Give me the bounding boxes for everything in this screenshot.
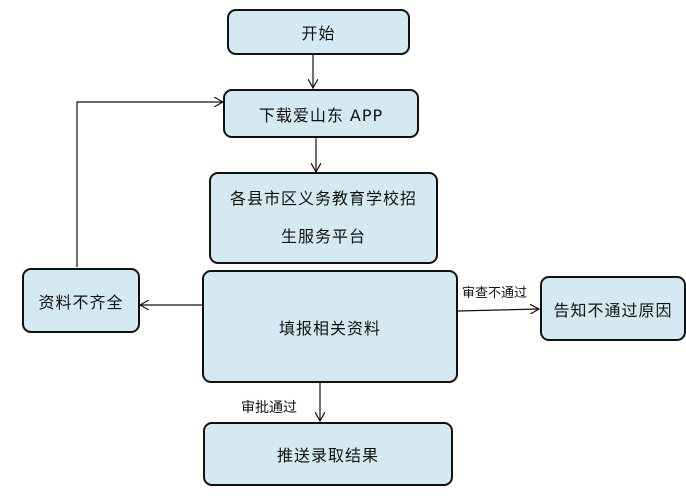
- push-result-node: 推送录取结果: [203, 422, 453, 486]
- fill-info-node-label: 填报相关资料: [278, 318, 381, 338]
- review-passed-label: 审批通过: [241, 400, 297, 416]
- start-node: 开始: [227, 9, 410, 55]
- arrow-incomplete-to-download: [76, 102, 223, 267]
- start-node-label: 开始: [301, 24, 336, 43]
- enrollment-platform-label-line2: 生服务平台: [280, 227, 366, 246]
- notify-reason-node-label: 告知不通过原因: [553, 300, 673, 320]
- download-app-node: 下载爱山东 APP: [223, 89, 419, 138]
- notify-reason-node: 告知不通过原因: [540, 276, 686, 341]
- enrollment-platform-label-line1: 各县市区义务教育学校招: [229, 189, 417, 208]
- fill-info-node: 填报相关资料: [202, 270, 458, 383]
- review-failed-label: 审查不通过: [462, 286, 528, 301]
- download-app-node-label: 下载爱山东 APP: [258, 105, 384, 125]
- incomplete-materials-node-label: 资料不齐全: [38, 292, 124, 312]
- enrollment-platform-node: 各县市区义务教育学校招 生服务平台: [209, 172, 438, 264]
- incomplete-materials-node: 资料不齐全: [22, 268, 140, 333]
- arrow-fill-to-notify: [457, 309, 539, 311]
- push-result-node-label: 推送录取结果: [276, 446, 379, 465]
